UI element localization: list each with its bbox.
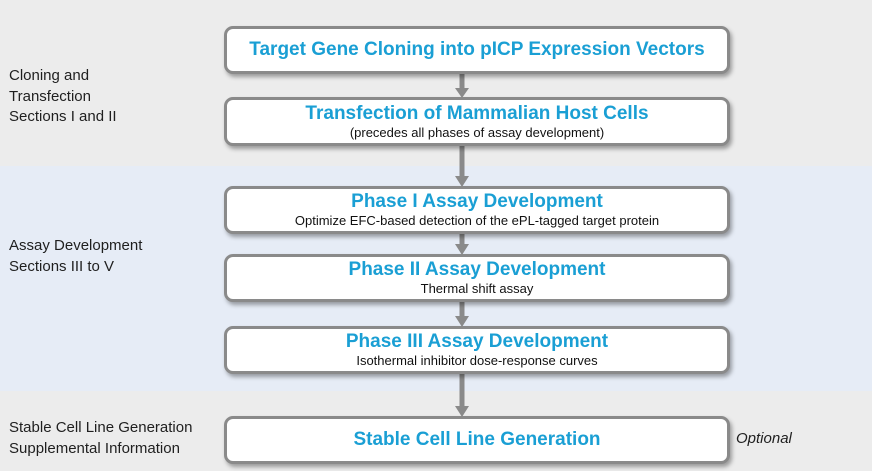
section-label-line: Stable Cell Line Generation — [9, 419, 193, 436]
step-title: Stable Cell Line Generation — [353, 429, 601, 450]
step-box-phase-3: Phase III Assay Development Isothermal i… — [224, 326, 730, 374]
down-arrow-icon — [455, 373, 469, 417]
section-label-line: Sections III to V — [9, 257, 115, 275]
down-arrow-icon — [455, 233, 469, 255]
section-label-line: Sections I and II — [9, 108, 117, 125]
step-title: Target Gene Cloning into pICP Expression… — [249, 39, 705, 60]
step-box-phase-1: Phase I Assay Development Optimize EFC-b… — [224, 186, 730, 234]
step-subtitle: Isothermal inhibitor dose-response curve… — [356, 353, 598, 368]
step-title: Phase II Assay Development — [348, 259, 606, 280]
step-box-phase-2: Phase II Assay Development Thermal shift… — [224, 254, 730, 302]
section-label-stable: Stable Cell Line Generation Supplemental… — [9, 418, 192, 459]
section-label-line: Supplemental Information — [9, 439, 180, 457]
step-title: Phase III Assay Development — [345, 331, 609, 352]
down-arrow-icon — [455, 145, 469, 187]
step-box-transfection: Transfection of Mammalian Host Cells (pr… — [224, 97, 730, 146]
section-label-assay: Assay Development Sections III to V — [9, 236, 142, 277]
step-title: Phase I Assay Development — [351, 191, 603, 212]
down-arrow-icon — [455, 74, 469, 98]
step-subtitle: Thermal shift assay — [420, 281, 534, 296]
step-subtitle: (precedes all phases of assay developmen… — [349, 124, 605, 140]
section-label-line: Transfection — [9, 87, 91, 105]
step-box-target-gene-cloning: Target Gene Cloning into pICP Expression… — [224, 26, 730, 74]
section-label-line: Cloning and — [9, 67, 90, 84]
step-box-stable-cell-line: Stable Cell Line Generation — [224, 416, 730, 464]
optional-note: Optional — [736, 430, 792, 447]
down-arrow-icon — [455, 301, 469, 327]
section-label-cloning: Cloning and Transfection Sections I and … — [9, 66, 117, 128]
step-subtitle: Optimize EFC-based detection of the ePL-… — [294, 213, 660, 228]
step-title: Transfection of Mammalian Host Cells — [305, 102, 649, 124]
section-label-line: Assay Development — [9, 237, 143, 254]
